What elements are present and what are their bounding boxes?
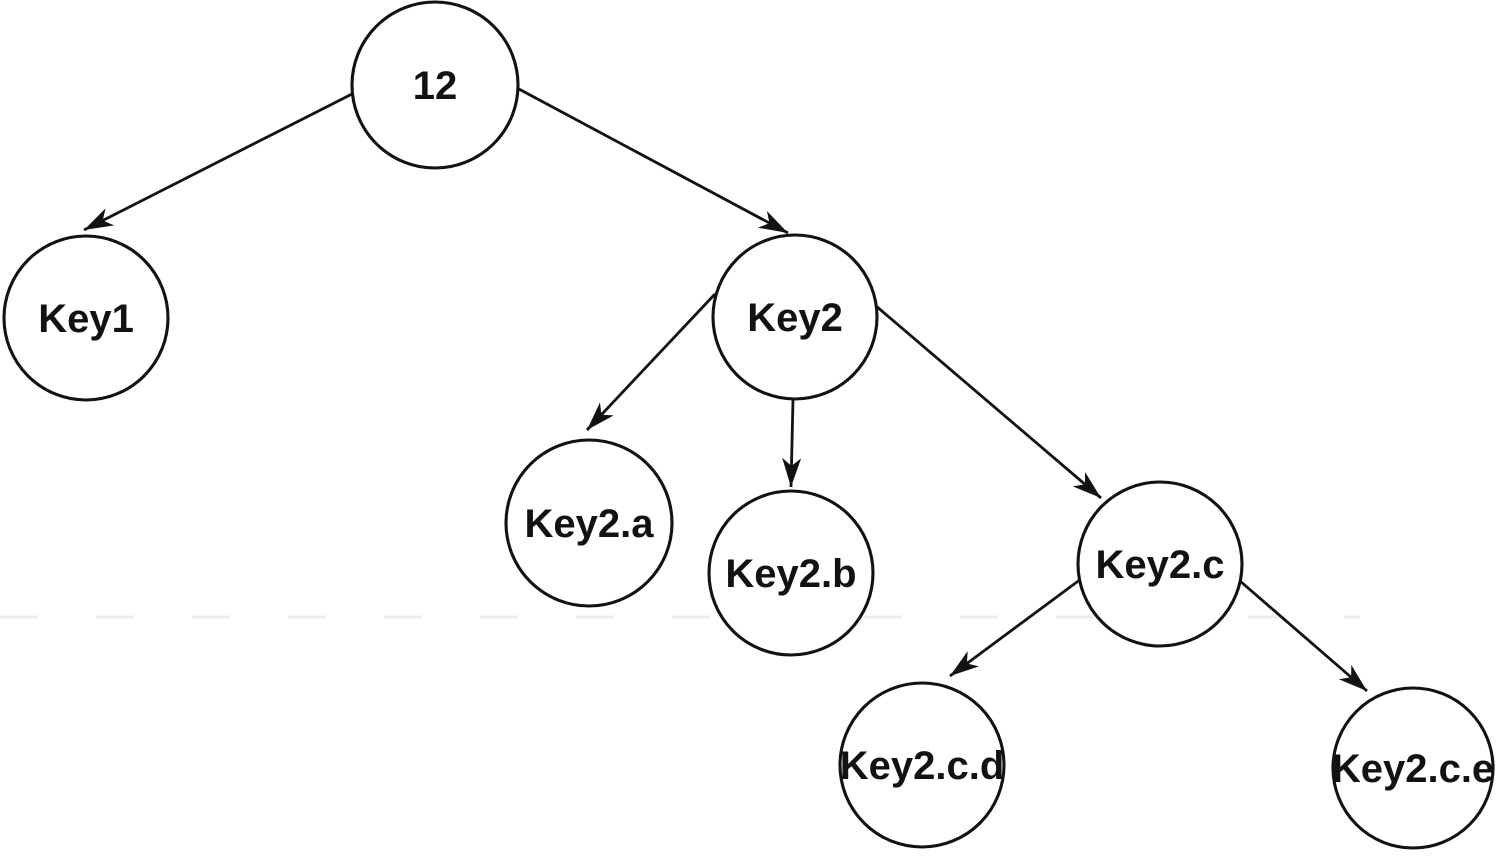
node-circle-key2ce (1331, 686, 1495, 850)
node-circle-key2a (504, 438, 674, 608)
edge-key2-key2a (585, 293, 717, 431)
node-label-key2a: Key2.a (525, 502, 655, 546)
tree-node-root: 12 (350, 0, 520, 170)
node-label-root: 12 (413, 64, 458, 108)
tree-node-key2cd: Key2.c.d (838, 681, 1006, 849)
node-circle-key2 (711, 233, 879, 401)
node-circle-key2b (707, 489, 875, 657)
node-circle-key1 (2, 234, 170, 402)
tree-node-key2ce: Key2.c.e (1331, 686, 1495, 850)
node-label-key2c: Key2.c (1096, 543, 1225, 587)
node-label-key1: Key1 (38, 297, 134, 341)
tree-node-key2c: Key2.c (1076, 480, 1244, 648)
edges-layer (83, 86, 1368, 693)
edge-root-key1 (83, 91, 355, 232)
edge-key2c-key2cd (949, 577, 1082, 678)
tree-node-key1: Key1 (2, 234, 170, 402)
edge-key2-key2b (782, 398, 802, 488)
edge-root-key2 (516, 86, 789, 235)
node-label-key2b: Key2.b (725, 552, 856, 596)
edge-key2-key2c (875, 304, 1102, 500)
tree-node-key2a: Key2.a (504, 438, 674, 608)
node-circle-root (350, 0, 520, 170)
node-label-key2ce: Key2.c.e (1332, 747, 1494, 791)
node-label-key2: Key2 (747, 296, 843, 340)
node-label-key2cd: Key2.c.d (840, 744, 1005, 788)
tree-node-key2b: Key2.b (707, 489, 875, 657)
node-circle-key2c (1076, 480, 1244, 648)
tree-node-key2: Key2 (711, 233, 879, 401)
edge-key2c-key2ce (1239, 579, 1368, 693)
node-circle-key2cd (838, 681, 1006, 849)
